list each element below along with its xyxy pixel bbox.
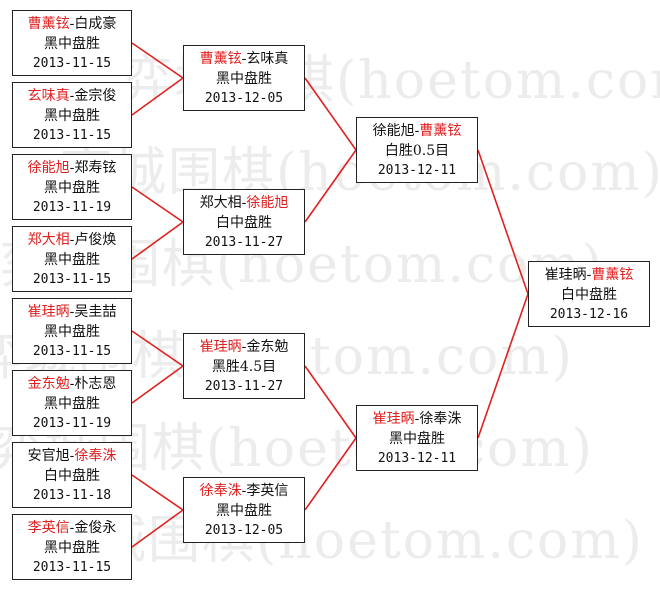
player-white: 曹薰铉 [591,267,634,283]
player-black: 崔珪昞 [544,267,587,283]
player-black: 玄味真 [27,88,70,104]
player-white: 徐奉洙 [419,411,462,427]
match-date: 2013-11-15 [32,560,112,575]
player-black: 徐能旭 [372,123,415,139]
match-box-r1-7: 安官旭-徐奉洙 白中盘胜 2013-11-18 [12,442,132,508]
player-white: 曹薰铉 [419,123,462,139]
match-date: 2013-11-15 [32,344,112,359]
match-box-r1-2: 玄味真-金宗俊 黑中盘胜 2013-11-15 [12,82,132,148]
match-box-r2-1: 曹薰铉-玄味真 黑中盘胜 2013-12-05 [183,45,305,111]
match-box-r2-3: 崔珪昞-金东勉 黑胜4.5目 2013-11-27 [183,333,305,399]
match-date: 2013-11-19 [32,416,112,431]
match-box-r3-1: 徐能旭-曹薰铉 白胜0.5目 2013-12-11 [356,117,478,183]
match-result: 白中盘胜 [561,287,617,303]
match-result: 黑中盘胜 [44,396,100,412]
player-black: 崔珪昞 [27,304,70,320]
player-white: 李英信 [246,483,289,499]
match-date: 2013-12-05 [204,91,284,106]
match-date: 2013-11-15 [32,128,112,143]
player-white: 玄味真 [246,51,289,67]
match-box-r1-6: 金东勉-朴志恩 黑中盘胜 2013-11-19 [12,370,132,436]
player-white: 金俊永 [74,520,117,536]
match-date: 2013-11-18 [32,488,112,503]
match-result: 白中盘胜 [44,468,100,484]
match-date: 2013-11-15 [32,272,112,287]
player-white: 卢俊焕 [74,232,117,248]
match-box-r3-2: 崔珪昞-徐奉洙 黑中盘胜 2013-12-11 [356,405,478,471]
player-black: 崔珪昞 [199,339,242,355]
player-white: 朴志恩 [74,376,117,392]
player-white: 徐奉洙 [74,448,117,464]
match-result: 黑中盘胜 [389,431,445,447]
player-black: 郑大相 [199,195,242,211]
player-black: 曹薰铉 [199,51,242,67]
player-black: 徐能旭 [27,160,70,176]
match-result: 黑中盘胜 [44,324,100,340]
player-black: 崔珪昞 [372,411,415,427]
match-date: 2013-12-11 [377,163,457,178]
player-white: 金宗俊 [74,88,117,104]
match-date: 2013-11-15 [32,56,112,71]
match-result: 白中盘胜 [216,215,272,231]
match-result: 白胜0.5目 [384,143,450,159]
match-box-r1-5: 崔珪昞-吴圭喆 黑中盘胜 2013-11-15 [12,298,132,364]
match-result: 黑中盘胜 [44,180,100,196]
player-black: 曹薰铉 [27,16,70,32]
match-date: 2013-12-05 [204,523,284,538]
match-date: 2013-12-16 [549,307,629,322]
match-result: 黑中盘胜 [44,108,100,124]
player-white: 吴圭喆 [74,304,117,320]
match-box-r2-2: 郑大相-徐能旭 白中盘胜 2013-11-27 [183,189,305,255]
player-black: 安官旭 [27,448,70,464]
player-white: 郑寿铉 [74,160,117,176]
player-black: 李英信 [27,520,70,536]
match-box-r1-4: 郑大相-卢俊焕 黑中盘胜 2013-11-15 [12,226,132,292]
match-result: 黑中盘胜 [44,252,100,268]
player-white: 白成豪 [74,16,117,32]
player-black: 金东勉 [27,376,70,392]
player-black: 郑大相 [27,232,70,248]
match-box-r1-3: 徐能旭-郑寿铉 黑中盘胜 2013-11-19 [12,154,132,220]
match-result: 黑中盘胜 [216,503,272,519]
match-result: 黑中盘胜 [44,540,100,556]
player-white: 金东勉 [246,339,289,355]
match-date: 2013-11-27 [204,235,284,250]
match-date: 2013-11-27 [204,379,284,394]
match-box-r1-8: 李英信-金俊永 黑中盘胜 2013-11-15 [12,514,132,580]
match-box-r1-1: 曹薰铉-白成豪 黑中盘胜 2013-11-15 [12,10,132,76]
match-box-r2-4: 徐奉洙-李英信 黑中盘胜 2013-12-05 [183,477,305,543]
match-result: 黑中盘胜 [44,36,100,52]
match-date: 2013-11-19 [32,200,112,215]
player-white: 徐能旭 [246,195,289,211]
match-box-final: 崔珪昞-曹薰铉 白中盘胜 2013-12-16 [528,261,650,327]
match-date: 2013-12-11 [377,451,457,466]
player-black: 徐奉洙 [199,483,242,499]
match-result: 黑胜4.5目 [211,359,277,375]
match-result: 黑中盘胜 [216,71,272,87]
